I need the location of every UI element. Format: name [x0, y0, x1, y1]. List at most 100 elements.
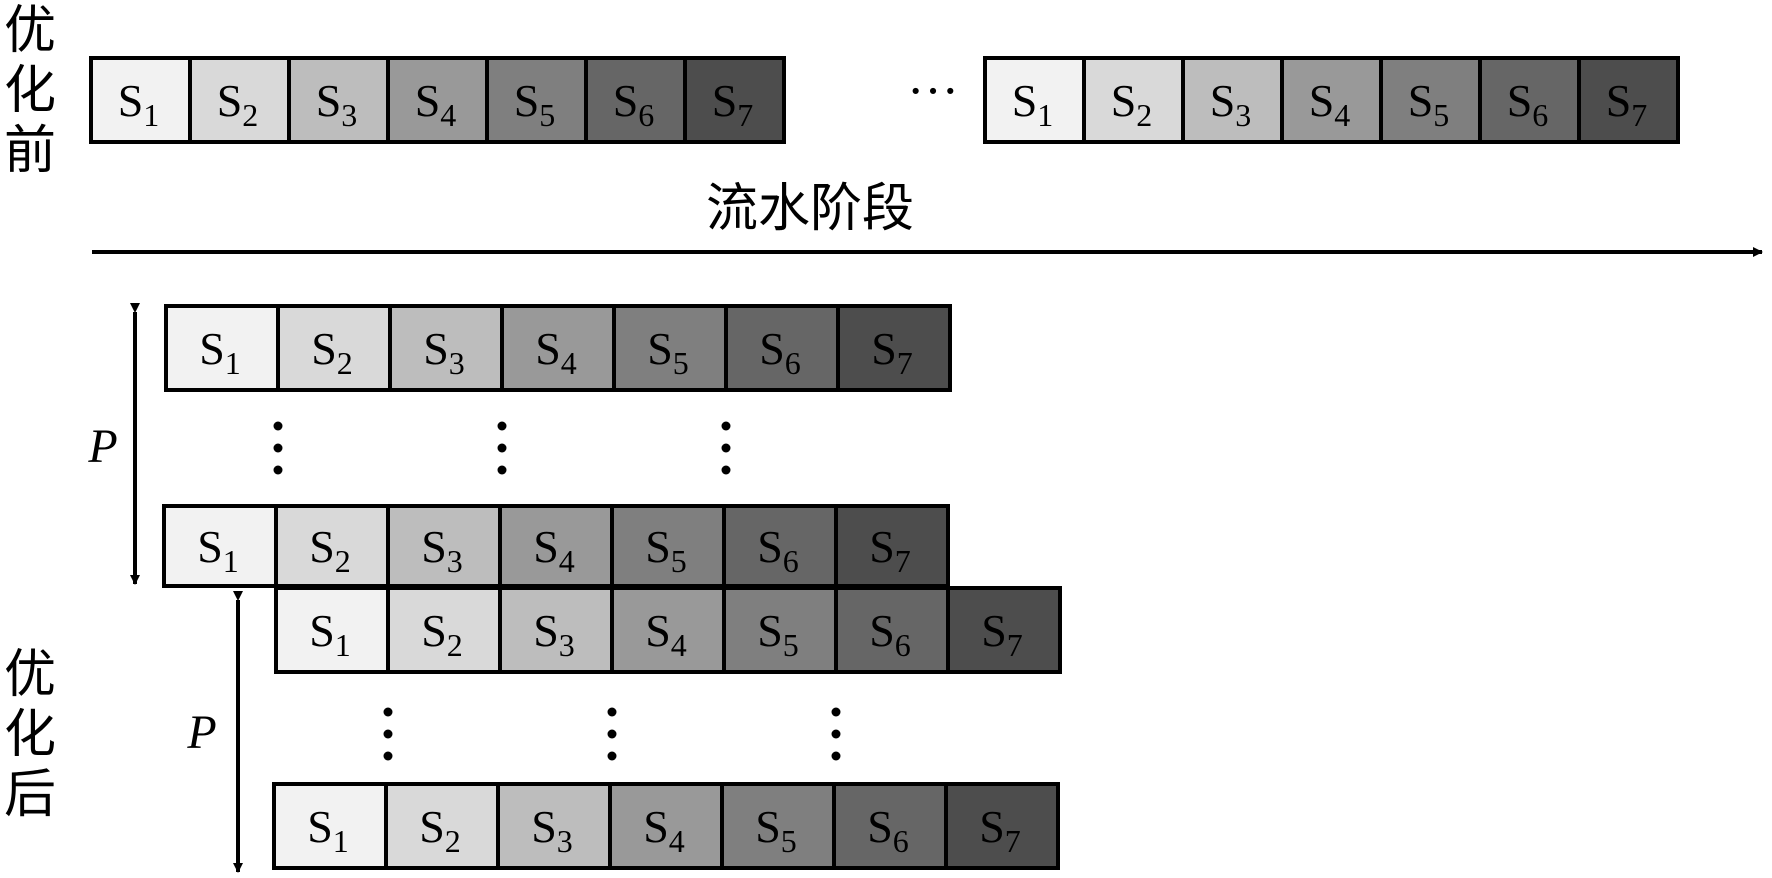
- ellipsis-dot: [497, 421, 507, 431]
- after-char-1: 优: [4, 647, 56, 704]
- stage-label: S7: [871, 323, 913, 381]
- ellipsis-dot: [831, 729, 841, 739]
- stage-label: S1: [307, 801, 349, 859]
- stage-cell: [720, 782, 836, 870]
- stage-cell: [1280, 56, 1383, 144]
- stage-label: S6: [757, 521, 799, 579]
- stage-cell: [836, 304, 952, 392]
- stage-label: S6: [613, 75, 655, 133]
- stage-label: S1: [197, 521, 239, 579]
- stage-cell: [498, 586, 614, 674]
- stage-label: S7: [869, 521, 911, 579]
- stage-cell: [1379, 56, 1482, 144]
- stage-cell: [276, 304, 392, 392]
- axis-label: 流水阶段: [706, 181, 914, 238]
- stage-label: S4: [645, 605, 687, 663]
- stage-label: S2: [419, 801, 461, 859]
- stage-label: S4: [643, 801, 685, 859]
- ellipsis-dot: [721, 421, 731, 431]
- stage-cell: [162, 504, 278, 588]
- stage-label: S6: [867, 801, 909, 859]
- ellipsis-dot: [607, 751, 617, 761]
- ellipsis-dot: [383, 707, 393, 717]
- stage-label: S6: [869, 605, 911, 663]
- stage-cell: [274, 504, 390, 588]
- stage-cell: [584, 56, 687, 144]
- stage-label: S2: [311, 323, 353, 381]
- ellipsis-dot: [273, 421, 283, 431]
- before-char-2: 化: [4, 63, 56, 120]
- stage-cell: [274, 586, 390, 674]
- stage-label: S4: [415, 75, 457, 133]
- p-label-bottom: P: [186, 706, 216, 759]
- ellipsis-dot: [831, 751, 841, 761]
- before-label: 优 化 前: [4, 3, 56, 180]
- stage-label: S6: [759, 323, 801, 381]
- p-label-top: P: [87, 420, 117, 473]
- stage-cell: [983, 56, 1086, 144]
- ellipsis-dot: [607, 707, 617, 717]
- after-label: 优 化 后: [4, 647, 56, 824]
- stage-label: S2: [217, 75, 259, 133]
- vertical-dots: [273, 421, 841, 761]
- stage-label: S6: [1507, 75, 1549, 133]
- stage-label: S3: [533, 605, 575, 663]
- stage-cell: [722, 504, 838, 588]
- stage-cell: [724, 304, 840, 392]
- stage-label: S4: [533, 521, 575, 579]
- stage-cell: [944, 782, 1060, 870]
- stage-label: S5: [647, 323, 689, 381]
- stage-cell: [272, 782, 388, 870]
- stage-row: S1 S2 S3 S4 S5 S6 S7: [164, 304, 952, 392]
- stage-cell: [1478, 56, 1581, 144]
- ellipsis-dot: [497, 465, 507, 475]
- ellipsis-dot: [831, 707, 841, 717]
- stage-label: S4: [535, 323, 577, 381]
- stage-cell: [612, 304, 728, 392]
- stage-label: S5: [757, 605, 799, 663]
- stage-label: S1: [309, 605, 351, 663]
- stage-cell: [386, 56, 489, 144]
- stage-label: S7: [1606, 75, 1648, 133]
- stage-label: S1: [118, 75, 160, 133]
- before-char-1: 优: [4, 3, 56, 60]
- ellipsis-dot: [273, 465, 283, 475]
- ellipsis-dot: [721, 443, 731, 453]
- stage-label: S3: [423, 323, 465, 381]
- stage-label: S3: [1210, 75, 1252, 133]
- stage-label: S4: [1309, 75, 1351, 133]
- stage-label: S1: [1012, 75, 1054, 133]
- ellipsis-dot: [497, 443, 507, 453]
- stage-cell: [188, 56, 291, 144]
- stage-cell: [834, 504, 950, 588]
- stage-label: S7: [712, 75, 754, 133]
- stage-cell: [683, 56, 786, 144]
- stage-label: S5: [645, 521, 687, 579]
- stage-cell: [164, 304, 280, 392]
- ellipsis-dot: [607, 729, 617, 739]
- ellipsis-dot: [721, 465, 731, 475]
- stage-cell: [500, 304, 616, 392]
- stage-label: S2: [421, 605, 463, 663]
- ellipsis-dot: [383, 751, 393, 761]
- row-ellipsis: ···: [907, 63, 959, 120]
- stage-cell: [384, 782, 500, 870]
- after-char-2: 化: [4, 707, 56, 764]
- ellipsis-dot: [273, 443, 283, 453]
- stage-label: S5: [1408, 75, 1450, 133]
- stage-label: S5: [755, 801, 797, 859]
- stage-label: S1: [199, 323, 241, 381]
- stage-label: S3: [316, 75, 358, 133]
- stage-label: S3: [531, 801, 573, 859]
- stage-label: S7: [979, 801, 1021, 859]
- stage-cell: [287, 56, 390, 144]
- stage-label: S3: [421, 521, 463, 579]
- stage-cell: [946, 586, 1062, 674]
- ellipsis-dot: [383, 729, 393, 739]
- stage-row: S1 S2 S3 S4 S5 S6 S7: [272, 782, 1060, 870]
